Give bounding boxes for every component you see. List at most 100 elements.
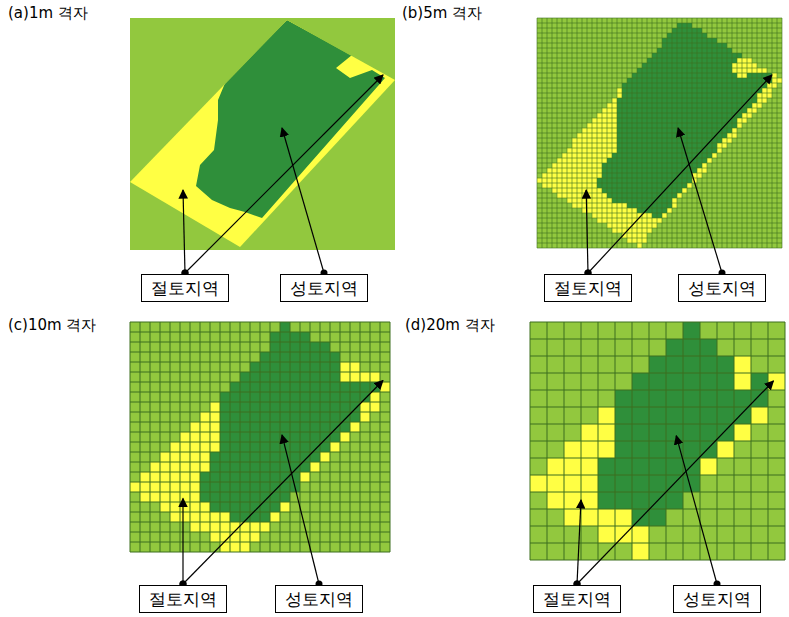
grid-cell <box>682 158 687 163</box>
grid-cell <box>577 218 582 223</box>
grid-cell <box>562 58 567 63</box>
grid-cell <box>542 218 547 223</box>
grid-cell <box>697 18 702 23</box>
grid-cell <box>577 228 582 233</box>
grid-cell <box>587 73 592 78</box>
grid-cell <box>547 138 552 143</box>
grid-cell <box>627 153 632 158</box>
grid-cell <box>632 158 637 163</box>
grid-cell <box>622 243 627 248</box>
grid-cell <box>567 123 572 128</box>
grid-cell <box>542 118 547 123</box>
grid-cell <box>677 58 682 63</box>
grid-cell <box>547 63 552 68</box>
grid-cell <box>572 33 577 38</box>
grid-cell <box>682 113 687 118</box>
grid-cell <box>602 118 607 123</box>
grid-cell <box>577 168 582 173</box>
grid-cell <box>662 123 667 128</box>
grid-cell <box>747 163 752 168</box>
grid-cell <box>557 203 562 208</box>
grid-cell <box>647 188 652 193</box>
grid-cell <box>717 68 722 73</box>
grid-cell <box>612 53 617 58</box>
grid-cell <box>747 168 752 173</box>
grid-cell <box>672 218 677 223</box>
grid-cell <box>662 68 667 73</box>
grid-cell <box>572 118 577 123</box>
grid-cell <box>697 123 702 128</box>
grid-cell <box>687 193 692 198</box>
grid-cell <box>572 188 577 193</box>
grid-cell <box>747 73 752 78</box>
grid-cell <box>617 78 622 83</box>
grid-cell <box>612 148 617 153</box>
grid-cell <box>682 178 687 183</box>
grid-cell <box>542 178 547 183</box>
grid-cell <box>562 238 567 243</box>
grid-cell <box>622 18 627 23</box>
grid-cell <box>587 68 592 73</box>
grid-cell <box>697 223 702 228</box>
grid-cell <box>722 213 727 218</box>
grid-cell <box>717 78 722 83</box>
grid-cell <box>557 58 562 63</box>
grid-cell <box>577 43 582 48</box>
grid-cell <box>732 243 737 248</box>
grid-cell <box>712 168 717 173</box>
grid-cell <box>747 108 752 113</box>
grid-cell <box>667 18 672 23</box>
grid-cell <box>552 183 557 188</box>
grid-cell <box>547 113 552 118</box>
grid-cell <box>672 63 677 68</box>
grid-cell <box>632 183 637 188</box>
grid-cell <box>572 28 577 33</box>
grid-cell <box>662 83 667 88</box>
grid-cell <box>577 33 582 38</box>
grid-cell <box>572 68 577 73</box>
grid-cell <box>592 198 597 203</box>
grid-cell <box>582 23 587 28</box>
grid-cell <box>712 228 717 233</box>
grid-cell <box>597 48 602 53</box>
grid-cell <box>717 183 722 188</box>
grid-cell <box>597 158 602 163</box>
grid-cell <box>632 238 637 243</box>
grid-cell <box>592 48 597 53</box>
grid-cell <box>612 183 617 188</box>
grid-cell <box>682 183 687 188</box>
grid-cell <box>602 108 607 113</box>
grid-cell <box>707 243 712 248</box>
grid-cell <box>557 118 562 123</box>
grid-cell <box>657 228 662 233</box>
grid-cell <box>632 93 637 98</box>
grid-cell <box>667 123 672 128</box>
grid-cell <box>652 153 657 158</box>
grid-cell <box>617 48 622 53</box>
grid-cell <box>612 103 617 108</box>
grid-cell <box>652 58 657 63</box>
grid-cell <box>742 148 747 153</box>
grid-cell <box>747 33 752 38</box>
grid-cell <box>717 83 722 88</box>
grid-cell <box>637 28 642 33</box>
grid-cell <box>682 38 687 43</box>
grid-cell <box>712 178 717 183</box>
grid-cell <box>677 198 682 203</box>
grid-cell <box>667 83 672 88</box>
grid-cell <box>617 68 622 73</box>
grid-cell <box>572 213 577 218</box>
grid-cell <box>702 123 707 128</box>
grid-cell <box>612 93 617 98</box>
grid-cell <box>662 173 667 178</box>
grid-cell <box>677 193 682 198</box>
grid-cell <box>612 168 617 173</box>
grid-cell <box>697 23 702 28</box>
grid-cell <box>547 158 552 163</box>
grid-cell <box>647 73 652 78</box>
grid-cell <box>572 183 577 188</box>
grid-cell <box>742 43 747 48</box>
grid-cell <box>682 33 687 38</box>
grid-cell <box>627 233 632 238</box>
grid-cell <box>652 23 657 28</box>
